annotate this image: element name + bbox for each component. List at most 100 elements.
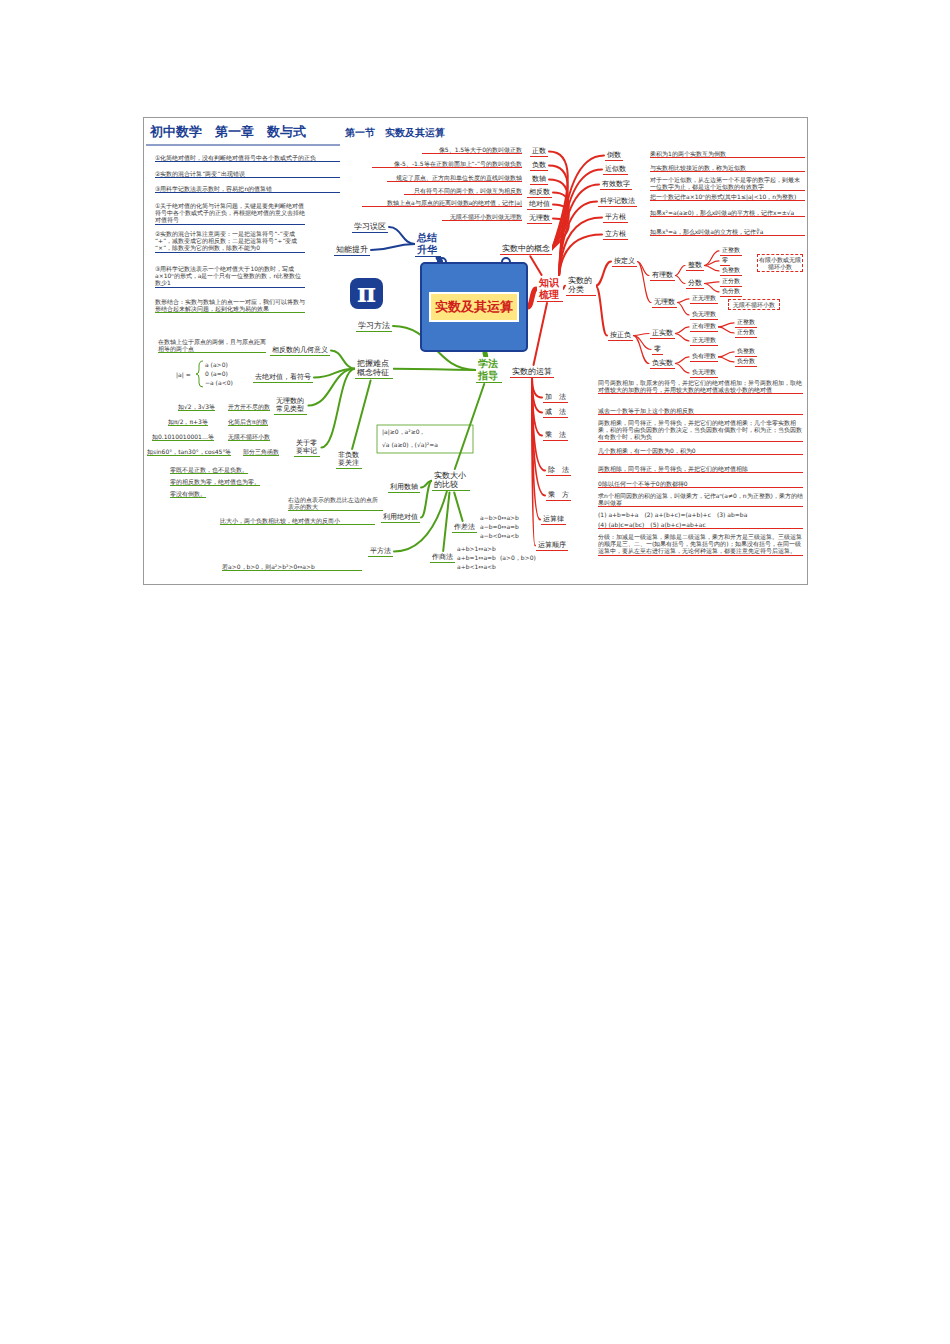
note-text: 如0.1010010001…等 bbox=[152, 433, 214, 441]
branch-topic: 平方法 bbox=[368, 546, 393, 557]
topic-text: 非负数要关注 bbox=[338, 451, 360, 467]
note-text: 如sin60°，tan30°，cos45°等 bbox=[147, 448, 231, 456]
topic-text: 知能提升 bbox=[336, 245, 368, 254]
branch-topic: 无理数的常见类型 bbox=[274, 396, 307, 415]
note-text: ②实数的混合计算“两变”出现错误 bbox=[155, 170, 340, 178]
note-text: 无限不循环小数 bbox=[228, 433, 270, 441]
branch-line bbox=[675, 364, 689, 373]
branch-line bbox=[559, 156, 604, 277]
topic-text: 把握难点概念特征 bbox=[357, 359, 391, 377]
brace bbox=[196, 361, 203, 387]
topic-text: 知识梳理 bbox=[539, 277, 561, 300]
note-text: 如√2，3√3等 bbox=[178, 403, 215, 411]
topic-text: 正分数 bbox=[737, 329, 755, 336]
branch-topic: 实数中的概念 bbox=[500, 243, 552, 255]
note-text: 比大小，两个负数相比较，绝对值大的反而小 bbox=[220, 517, 375, 525]
branch-topic: 实数大小的比较 bbox=[432, 470, 470, 491]
note-text: a÷b>1⇔a>b bbox=[457, 545, 496, 552]
branch-topic: 零 bbox=[652, 344, 663, 355]
topic-text: 实数大小的比较 bbox=[434, 471, 468, 489]
branch-line bbox=[675, 334, 689, 341]
topic-text: 实数的运算 bbox=[512, 367, 552, 376]
note-text: a−b>0⇔a>b bbox=[480, 514, 519, 521]
note-text: 像-5、-1.5等在正数前面加上“-”号的数叫做负数 bbox=[372, 160, 522, 168]
topic-text: 整数 bbox=[688, 261, 702, 269]
branch-topic: 科学记数法 bbox=[598, 196, 637, 207]
branch-topic: 利用绝对值 bbox=[381, 512, 420, 523]
topic-text: 相反数的几何意义 bbox=[272, 346, 328, 354]
note-text: 零既不是正数，也不是负数。 bbox=[170, 466, 248, 474]
note-text: 开方开不尽的数 bbox=[228, 403, 270, 411]
branch-line bbox=[704, 251, 719, 266]
topic-text: 绝对值 bbox=[529, 200, 550, 208]
topic-text: 负整数 bbox=[722, 267, 740, 274]
note-text: a (a>0) bbox=[205, 361, 228, 368]
branch-topic: 负数 bbox=[530, 160, 548, 171]
branch-topic: 学习方法 bbox=[356, 320, 392, 332]
branch-topic: 正分数 bbox=[720, 277, 742, 287]
branch-topic: 负分数 bbox=[735, 357, 757, 367]
topic-text: 学习误区 bbox=[354, 222, 386, 231]
note-text: |a|≥0，a²≥0， bbox=[382, 428, 426, 435]
branch-topic: 正分数 bbox=[735, 328, 757, 338]
topic-text: 正整数 bbox=[737, 319, 755, 326]
note-text: (4) (ab)c=a(bc) (5) a(b+c)=ab+ac bbox=[598, 521, 803, 529]
note-text: 有限小数或无限循环小数 bbox=[757, 254, 803, 272]
hub-topic: 学法指导 bbox=[476, 357, 502, 383]
note-text: 求n个相同因数的积的运算，叫做乘方，记作aⁿ(a≠0，n为正整数)，乘方的结果叫… bbox=[598, 492, 803, 507]
topic-text: 正分数 bbox=[722, 278, 740, 285]
topic-text: 零 bbox=[654, 345, 661, 353]
branch-topic: 利用数轴 bbox=[388, 482, 420, 493]
note-text: 数轴上点a与原点的距离叫做数a的绝对值，记作|a| bbox=[362, 199, 522, 207]
branch-topic: 运算顺序 bbox=[536, 540, 568, 551]
note-text: 两数相乘，同号得正，异号得负，并把它们的绝对值相乘；几个非零实数相乘，积的符号由… bbox=[598, 419, 803, 442]
branch-topic: 相反数 bbox=[527, 187, 552, 198]
topic-text: 学法指导 bbox=[478, 358, 500, 381]
branch-line bbox=[596, 262, 611, 286]
title: 初中数学 第一章 数与式 bbox=[150, 124, 306, 140]
topic-text: 有理数 bbox=[652, 271, 673, 279]
note-text: 减去一个数等于加上这个数的相反数 bbox=[598, 407, 803, 415]
branch-topic: 负分数 bbox=[720, 287, 742, 297]
branch-line bbox=[371, 244, 415, 250]
branch-line bbox=[718, 323, 734, 327]
branch-topic: 有理数 bbox=[650, 270, 675, 281]
section-heading: 第一节 实数及其运算 bbox=[345, 127, 445, 139]
branch-line bbox=[677, 303, 689, 315]
branch-line bbox=[331, 351, 355, 369]
title-rule bbox=[146, 145, 340, 146]
branch-topic: 非负数要关注 bbox=[336, 450, 362, 469]
topic-text: 零 bbox=[722, 257, 728, 264]
topic-text: 无理数的常见类型 bbox=[276, 397, 305, 413]
branch-topic: 数轴 bbox=[530, 174, 548, 185]
note-text: 如果x³=a，那么x叫做a的立方根，记作∛a bbox=[650, 228, 805, 236]
topic-text: 负实数 bbox=[652, 359, 673, 367]
note-text: 部分三角函数 bbox=[243, 448, 279, 456]
topic-text: 作商法 bbox=[432, 553, 453, 561]
topic-text: 科学记数法 bbox=[600, 197, 635, 205]
branch-line bbox=[534, 303, 548, 365]
branch-line bbox=[559, 218, 602, 277]
topic-text: 除 法 bbox=[548, 466, 569, 474]
topic-text: 立方根 bbox=[605, 230, 626, 238]
topic-text: 负无理数 bbox=[692, 369, 716, 376]
note-text: 乘积为1的两个实数互为倒数 bbox=[650, 150, 805, 158]
note-text: a÷b=1⇔a=b bbox=[457, 554, 496, 561]
note-text: 若a>0，b>0，则a²>b²>0⇔a>b bbox=[222, 563, 362, 571]
branch-topic: 作差法 bbox=[452, 522, 477, 533]
topic-text: 负数 bbox=[532, 161, 546, 169]
branch-line bbox=[718, 357, 734, 362]
topic-text: 平方根 bbox=[605, 213, 626, 221]
note-text: 把一个数记作a×10ⁿ的形式(其中1≤|a|<10，n为整数) bbox=[650, 193, 805, 201]
topic-text: 实数中的概念 bbox=[502, 244, 550, 253]
branch-topic: 负实数 bbox=[650, 358, 675, 369]
branch-topic: 近似数 bbox=[603, 164, 628, 175]
note-text: 规定了原点、正方向和单位长度的直线叫做数轴 bbox=[387, 174, 522, 182]
branch-line bbox=[718, 352, 734, 357]
branch-topic: 除 法 bbox=[546, 465, 571, 476]
topic-text: 无理数 bbox=[529, 214, 550, 222]
topic-text: 正有理数 bbox=[692, 323, 716, 330]
branch-topic: 按正负 bbox=[608, 330, 633, 341]
branch-line bbox=[704, 284, 719, 292]
